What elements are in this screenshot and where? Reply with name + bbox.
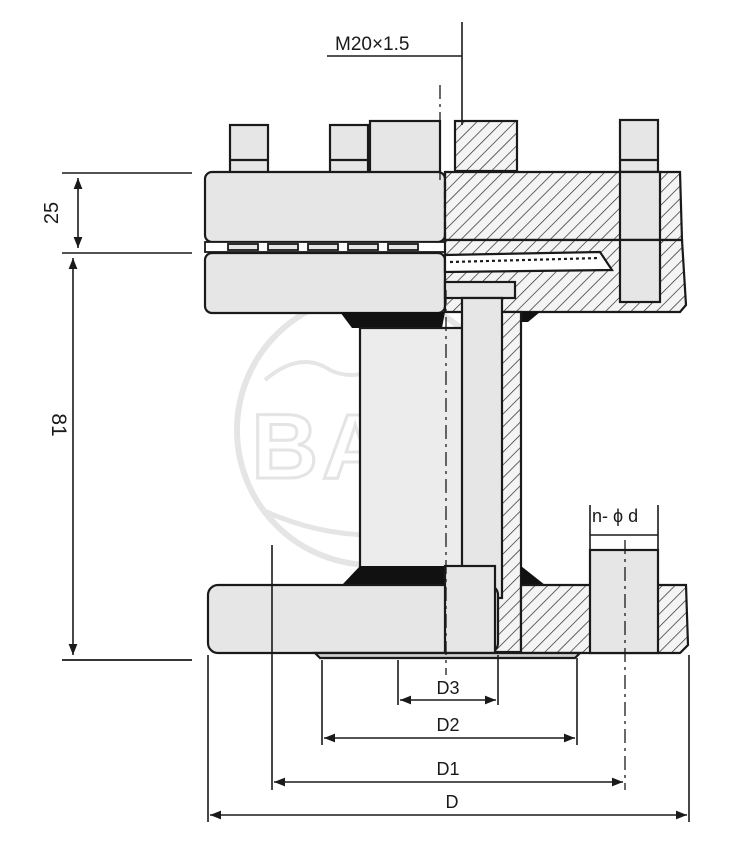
bolt-hole-callout — [589, 505, 659, 560]
dim-81-label: 81 — [47, 413, 70, 436]
lower-weld-bead — [342, 566, 545, 585]
dim-D3-label: D3 — [436, 678, 459, 698]
threaded-connector-section — [453, 119, 519, 173]
tube-body — [358, 296, 523, 654]
dim-D-lines — [207, 655, 690, 822]
dim-D2-lines — [321, 658, 578, 745]
upper-body-flange — [203, 238, 688, 315]
dim-81-lines — [62, 258, 192, 661]
gasket-strip — [204, 241, 446, 253]
dim-25-lines — [62, 172, 192, 254]
dim-D3-lines — [397, 655, 499, 705]
top-bolt-heads — [228, 118, 660, 175]
center-lines — [439, 85, 626, 790]
thread-callout — [327, 22, 463, 125]
dim-25-label: 25 — [41, 202, 63, 224]
dim-D1-lines — [271, 545, 623, 790]
dim-D2-label: D2 — [436, 715, 459, 735]
bolt-hole-label: n- ϕ d — [592, 506, 638, 526]
dim-D1-label: D1 — [436, 759, 459, 779]
dim-D-label: D — [446, 792, 459, 812]
bottom-flange — [206, 548, 690, 660]
thread-label: M20×1.5 — [335, 34, 409, 55]
upper-cover-flange — [203, 170, 684, 244]
